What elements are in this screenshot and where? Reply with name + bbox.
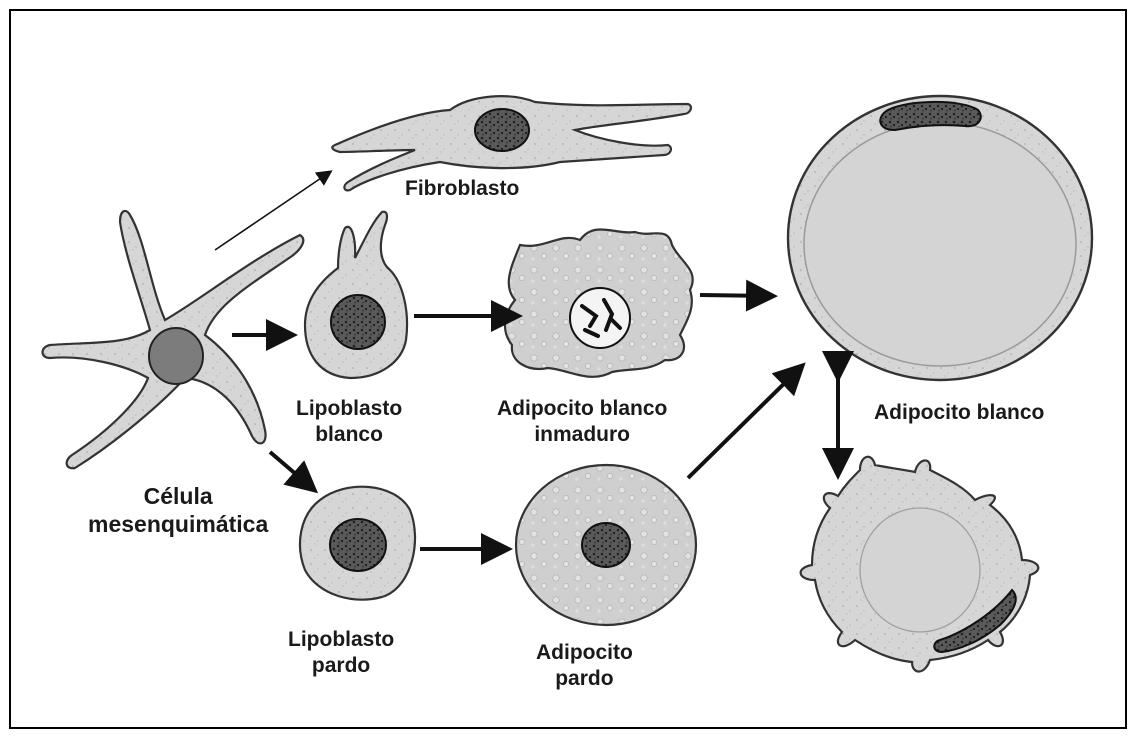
brown-lipoblast-cell xyxy=(300,487,415,600)
label-mesenchymal-line-1: Célula xyxy=(88,482,268,510)
label-fibroblast: Fibroblasto xyxy=(405,176,519,202)
label-brown-lipoblast-line-1: Lipoblasto xyxy=(288,627,394,653)
label-white-lipoblast-line-2: blanco xyxy=(296,422,402,448)
label-white-lipoblast: Lipoblasto blanco xyxy=(296,396,402,447)
immature-white-adipocyte-cell xyxy=(505,229,693,376)
brown-adipocyte-cell xyxy=(516,465,696,625)
label-brown-adipocyte-line-2: pardo xyxy=(536,666,633,692)
label-brown-adipocyte: Adipocito pardo xyxy=(536,640,633,691)
white-adipocyte-cell xyxy=(788,96,1092,380)
mesenchymal-cell xyxy=(43,211,304,468)
white-lipoblast-cell xyxy=(305,212,407,378)
label-mesenchymal-cell: Célula mesenquimática xyxy=(88,482,268,538)
label-brown-lipoblast-line-2: pardo xyxy=(288,653,394,679)
label-brown-lipoblast: Lipoblasto pardo xyxy=(288,627,394,678)
label-mesenchymal-line-2: mesenquimática xyxy=(88,510,268,538)
edge-mesenchymal-to-brown-lipoblast xyxy=(270,452,312,488)
label-immature-white-adipocyte-line-2: inmaduro xyxy=(497,422,667,448)
label-fibroblast-line-1: Fibroblasto xyxy=(405,176,519,202)
edge-mesenchymal-to-fibroblast xyxy=(215,172,330,250)
label-white-adipocyte: Adipocito blanco xyxy=(874,400,1044,426)
edge-brown-adipocyte-to-white-adipocyte xyxy=(688,368,800,478)
edge-immature-to-white-adipocyte xyxy=(700,295,770,296)
shrunken-white-adipocyte-cell xyxy=(801,457,1039,672)
label-white-lipoblast-line-1: Lipoblasto xyxy=(296,396,402,422)
label-brown-adipocyte-line-1: Adipocito xyxy=(536,640,633,666)
label-immature-white-adipocyte-line-1: Adipocito blanco xyxy=(497,396,667,422)
label-immature-white-adipocyte: Adipocito blanco inmaduro xyxy=(497,396,667,447)
label-white-adipocyte-line-1: Adipocito blanco xyxy=(874,400,1044,426)
